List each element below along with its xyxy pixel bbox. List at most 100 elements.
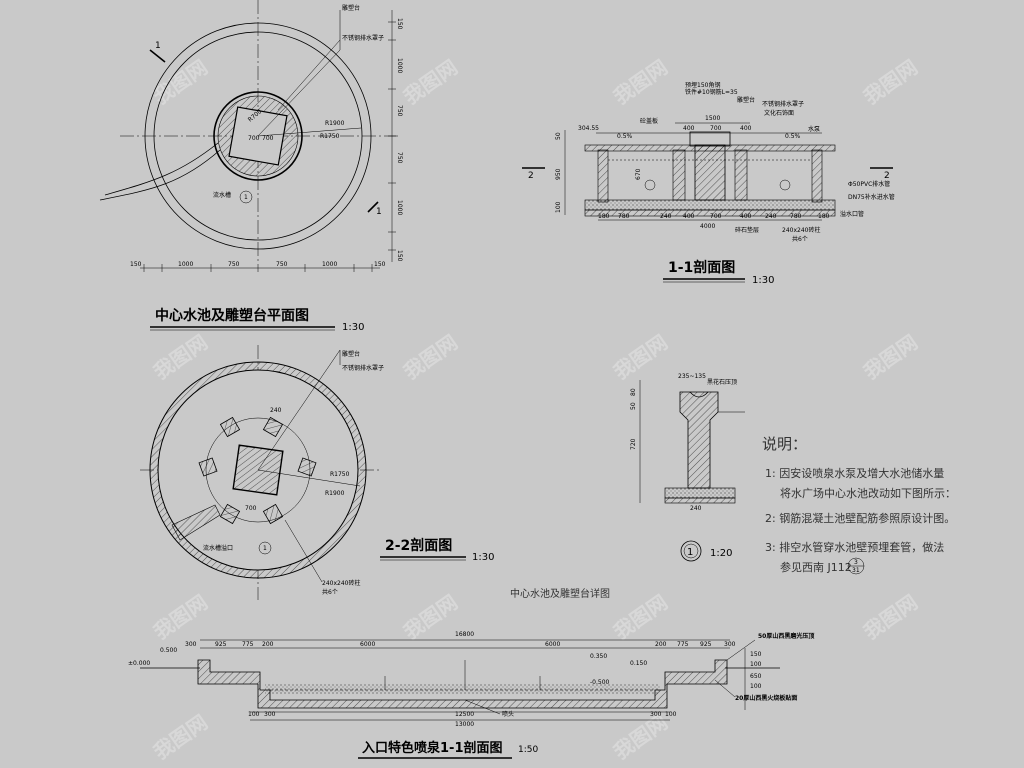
s11-label-pvc: Φ50PVC排水管 [848,180,890,188]
svg-text:我图网: 我图网 [609,710,672,764]
f-lvl2: 0.350 [590,653,607,660]
svg-text:我图网: 我图网 [399,55,462,109]
f-label-jet: 喷头 [502,710,514,718]
f-v1: 100 [750,661,762,668]
s11-label-gravel: 碎石垫层 [735,226,759,234]
f-b1: 300 [264,711,276,718]
s11-label-drain: 溢水口管 [840,210,864,218]
s22-label-sculpture: 雕塑台 [342,350,360,358]
f-total-top: 16800 [455,631,474,638]
det-num: 1 [687,547,693,558]
notes-n2: 2: 钢筋混凝土池壁配筋参照原设计图。 [765,511,955,525]
f-d7: 775 [677,641,689,648]
s11-d700: 700 [710,125,722,132]
s11-label-pump: 水泵 [808,125,820,133]
plan-dim-r0: 150 [396,18,403,30]
s11-mark-left: 2 [528,171,534,181]
notes-n1a: 1: 因安设喷泉水泵及增大水池储水量 [765,466,944,480]
notes-block: 说明： 1: 因安设喷泉水泵及增大水池储水量 将水广场中心水池改动如下图所示： … [762,435,956,575]
plan-drain-ref: 1 [244,194,248,201]
svg-text:我图网: 我图网 [609,330,672,384]
notes-heading: 说明： [762,435,807,453]
plan-dim-b1: 1000 [178,261,193,268]
f-label-top-r: 50厚山西黑磨光压顶 [758,632,814,640]
f-total-bottom: 13000 [455,721,474,728]
det-d80: 80 [630,388,637,396]
s11-label-rebar: 240x240砖柱 [782,226,820,234]
notes-n3b: 参见西南 J112 [780,560,852,574]
plan-title: 中心水池及雕塑台平面图 [155,307,309,324]
s22-d240: 240 [270,407,282,414]
f-d8: 925 [700,641,712,648]
plan-dim-r1: 1000 [396,58,403,73]
det-d240: 240 [690,505,702,512]
s11-b5: 400 [740,213,752,220]
s11-b6: 240 [765,213,777,220]
f-label-bot-r: 20厚山西黑火烧板贴面 [735,694,797,702]
svg-text:我图网: 我图网 [399,330,462,384]
s22-d700: 700 [245,505,257,512]
s11-total: 4000 [700,223,715,230]
s11-top-label-0: 预埋150角钢 [685,81,720,89]
det-d50: 50 [630,402,637,410]
s11-b0: 180 [598,213,610,220]
plan-label-sculpture: 雕塑台 [342,4,360,12]
plan-dim-b3: 750 [276,261,288,268]
svg-text:我图网: 我图网 [609,590,672,644]
section-1-1: 304.55 400 700 400 1500 预埋150角钢 铁件#10钢筋L… [522,81,895,286]
plan-dim-r4: 1000 [396,200,403,215]
plan-view: 雕塑台 不锈钢排水罩子 流水槽 1 R1900 R1750 R700 700 7… [99,0,403,333]
f-d5: 6000 [545,641,560,648]
s11-title: 1-1剖面图 [668,259,735,276]
plan-sec-mark: 1 [155,41,161,51]
plan-dim-b4: 1000 [322,261,337,268]
svg-text:我图网: 我图网 [399,590,462,644]
f-title: 入口特色喷泉1-1剖面图 [362,740,503,756]
f-b3: 300 [650,711,662,718]
s11-d1500: 1500 [705,115,720,122]
f-d6: 200 [655,641,667,648]
s22-label-pipe: 不锈钢排水罩子 [342,364,384,372]
s11-slope: 0.5% [617,133,633,140]
s22-r1750: R1750 [330,471,350,478]
f-d3: 200 [262,641,274,648]
f-d9: 300 [724,641,736,648]
s11-label-edge: 砼盖板 [640,117,658,125]
s11-d950: 950 [555,168,562,180]
s11-mark-right: 2 [884,171,890,181]
section-2-2: 雕塑台 不锈钢排水罩子 流水槽溢口 1 R1750 R1900 700 240 … [140,345,494,600]
notes-n1b: 将水广场中心水池改动如下图所示： [780,486,956,500]
f-d2: 775 [242,641,254,648]
s11-top-label-1: 铁件#10钢筋L=35 [685,88,738,96]
plan-r1900: R1900 [325,120,345,127]
s11-d400b: 400 [740,125,752,132]
f-d4: 6000 [360,641,375,648]
s22-label-pier: 240x240砖柱 [322,579,360,587]
f-b2: 12500 [455,711,474,718]
s11-b3: 400 [683,213,695,220]
f-v0: 150 [750,651,762,658]
s11-b1: 780 [618,213,630,220]
plan-dim-r2: 750 [396,105,403,117]
s11-slope2: 0.5% [785,133,801,140]
s22-label-drain: 流水槽溢口 [203,544,233,552]
f-b0: 100 [248,711,260,718]
s22-r1900: R1900 [325,490,345,497]
svg-text:我图网: 我图网 [859,55,922,109]
plan-dim-b5: 150 [374,261,386,268]
s11-d400a: 400 [683,125,695,132]
s11-d100: 100 [555,201,562,213]
s11-label-count: 共6个 [792,235,808,243]
s11-label-sculpture: 雕塑台 [737,96,755,104]
det-top: 235~135 [678,373,706,380]
s11-d50: 50 [555,132,562,140]
f-lvl0: ±0.000 [128,660,150,667]
svg-text:我图网: 我图网 [149,330,212,384]
s11-b4: 700 [710,213,722,220]
s11-b2: 240 [660,213,672,220]
svg-text:我图网: 我图网 [149,710,212,764]
f-v2: 650 [750,673,762,680]
det-scale: 1:20 [710,548,732,559]
svg-text:我图网: 我图网 [859,590,922,644]
